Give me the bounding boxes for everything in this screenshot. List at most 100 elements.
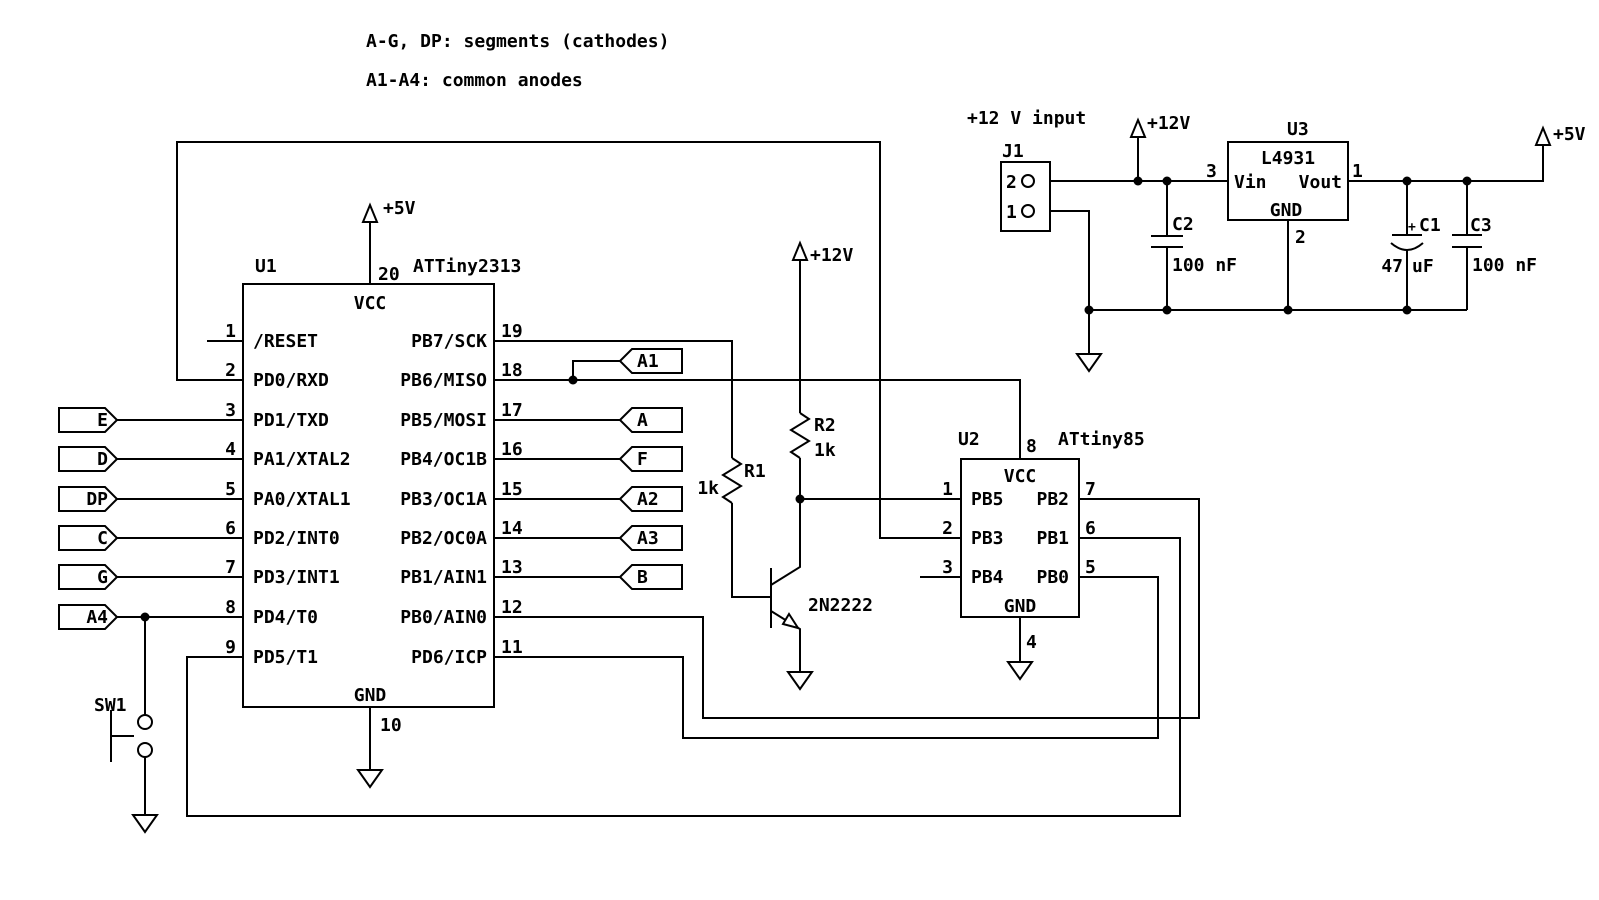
wires: [117, 137, 1544, 817]
u1-pin-num: 18: [501, 360, 523, 381]
ground-symbols: [131, 353, 1103, 834]
u1-pin-name: PD2/INT0: [253, 528, 340, 549]
j1-pin-circle: [1021, 174, 1035, 188]
u1-pin-name: PB7/SCK: [411, 331, 487, 352]
u1-pin-num: 7: [225, 557, 236, 578]
transistor-2n2222: 2N2222: [770, 499, 873, 672]
u1-gnd-label: GND: [354, 685, 387, 706]
net-flag-label: A3: [637, 528, 659, 549]
capacitor-c2: C2 100 nF: [1151, 214, 1237, 276]
capacitor-c1: + C1 47 uF: [1381, 215, 1440, 277]
net-flag-label: B: [637, 567, 648, 588]
net-flag: [618, 525, 683, 551]
wire-pb0ain0-to-u2pb2: [494, 498, 1200, 719]
capacitor-plate-curved: [1390, 242, 1424, 251]
switch-actuator: [110, 710, 134, 762]
u2-body: [960, 458, 1080, 618]
net-flag-label: A2: [637, 489, 659, 510]
u2-ref: U2: [958, 429, 980, 450]
u1-vcc-label: VCC: [354, 293, 387, 314]
note-line-2: A1-A4: common anodes: [366, 70, 583, 91]
r2-value: 1k: [814, 440, 836, 461]
u1-pin-num: 13: [501, 557, 523, 578]
u2-vcc-label: VCC: [1004, 466, 1037, 487]
net-flag: [58, 486, 119, 512]
j1-connector: +12 V input J1 2 1: [967, 108, 1086, 232]
u2-pin-num: 1: [942, 479, 953, 500]
u2-pin4-num: 4: [1026, 632, 1037, 653]
c1-value: 47: [1381, 256, 1403, 277]
net-flag: [618, 446, 683, 472]
ground-icon: [1075, 353, 1103, 373]
net-flag-label: E: [97, 410, 108, 431]
wire-j1pin1-to-gnd: [1034, 210, 1090, 310]
transistor-emitter: [770, 610, 801, 672]
power-arrow-icon: [1534, 125, 1552, 146]
u3-vin-label: Vin: [1234, 172, 1267, 193]
u2-pin-name: PB0: [1036, 567, 1069, 588]
net-flag: [618, 564, 683, 590]
wire-ground-rail: [1088, 309, 1467, 354]
u2-pin-name: PB4: [971, 567, 1004, 588]
u2-pin-name: PB1: [1036, 528, 1069, 549]
c1-ref: C1: [1419, 215, 1441, 236]
u1-pin-num: 4: [225, 439, 236, 460]
wire-miso-to-u2vcc: [494, 379, 1021, 459]
u1-pin-num: 16: [501, 439, 523, 460]
power-label-5v-out: +5V: [1553, 124, 1586, 145]
u1-pin-num: 2: [225, 360, 236, 381]
u2-pin-num: 6: [1085, 518, 1096, 539]
c3-value: 100 nF: [1472, 255, 1537, 276]
u2-part: ATtiny85: [1058, 429, 1145, 450]
power-label-12v-in: +12V: [1147, 113, 1191, 134]
resistor-r2: R2 1k: [789, 412, 836, 461]
u1-pin-num: 19: [501, 321, 523, 342]
junction-dot: [1462, 176, 1472, 186]
wire-sck-to-r1: [494, 340, 733, 458]
u1-body: [242, 283, 495, 708]
capacitor-plates: [1452, 234, 1482, 248]
u1-pin-num: 14: [501, 518, 523, 539]
u1-pin-name: PD3/INT1: [253, 567, 340, 588]
u2-pin-name: PB2: [1036, 489, 1069, 510]
ground-icon: [1006, 661, 1034, 681]
resistor-zigzag: [789, 412, 811, 459]
resistor-zigzag: [721, 457, 743, 504]
ground-icon: [356, 769, 384, 789]
net-flag-label: DP: [86, 489, 108, 510]
u1-pin-num: 11: [501, 637, 523, 658]
u3-pin2-num: 2: [1295, 227, 1306, 248]
c1-polarity: +: [1408, 220, 1416, 235]
u2-pin-num: 2: [942, 518, 953, 539]
junction-dot: [1402, 176, 1412, 186]
net-flag-label: A4: [86, 607, 108, 628]
u3-pin3-num: 3: [1206, 161, 1217, 182]
net-flag: [618, 486, 683, 512]
u1-pin20-num: 20: [378, 264, 400, 285]
net-flag-label: G: [97, 567, 108, 588]
u1-pin-name: PB0/AIN0: [400, 607, 487, 628]
r1-value: 1k: [697, 478, 719, 499]
j1-body: [1000, 161, 1051, 232]
u1-pin-name: PA1/XTAL2: [253, 449, 351, 470]
u3-pin1-num: 1: [1352, 161, 1363, 182]
capacitor-c3: C3 100 nF: [1452, 215, 1537, 276]
c1-unit: uF: [1412, 256, 1434, 277]
q1-part: 2N2222: [808, 595, 873, 616]
wire-rxd-to-u2pb3: [176, 141, 961, 539]
u3-body: [1227, 141, 1349, 221]
junction-dot: [1402, 305, 1412, 315]
u2-pin-name: PB3: [971, 528, 1004, 549]
j1-pin1-num: 1: [1006, 202, 1017, 223]
u3-gnd-label: GND: [1270, 200, 1303, 221]
u1-pin-name: PD1/TXD: [253, 410, 329, 431]
emitter-arrow-icon: [781, 612, 801, 630]
u1-pin-name: PA0/XTAL1: [253, 489, 351, 510]
ground-icon: [131, 814, 159, 834]
net-flags-right: A1 A F A2 A3 B: [618, 348, 683, 590]
resistor-r1: R1 1k: [697, 457, 766, 504]
notes: A-G, DP: segments (cathodes) A1-A4: comm…: [366, 31, 669, 91]
junction-dot: [1084, 305, 1094, 315]
u1-pin-num: 8: [225, 597, 236, 618]
